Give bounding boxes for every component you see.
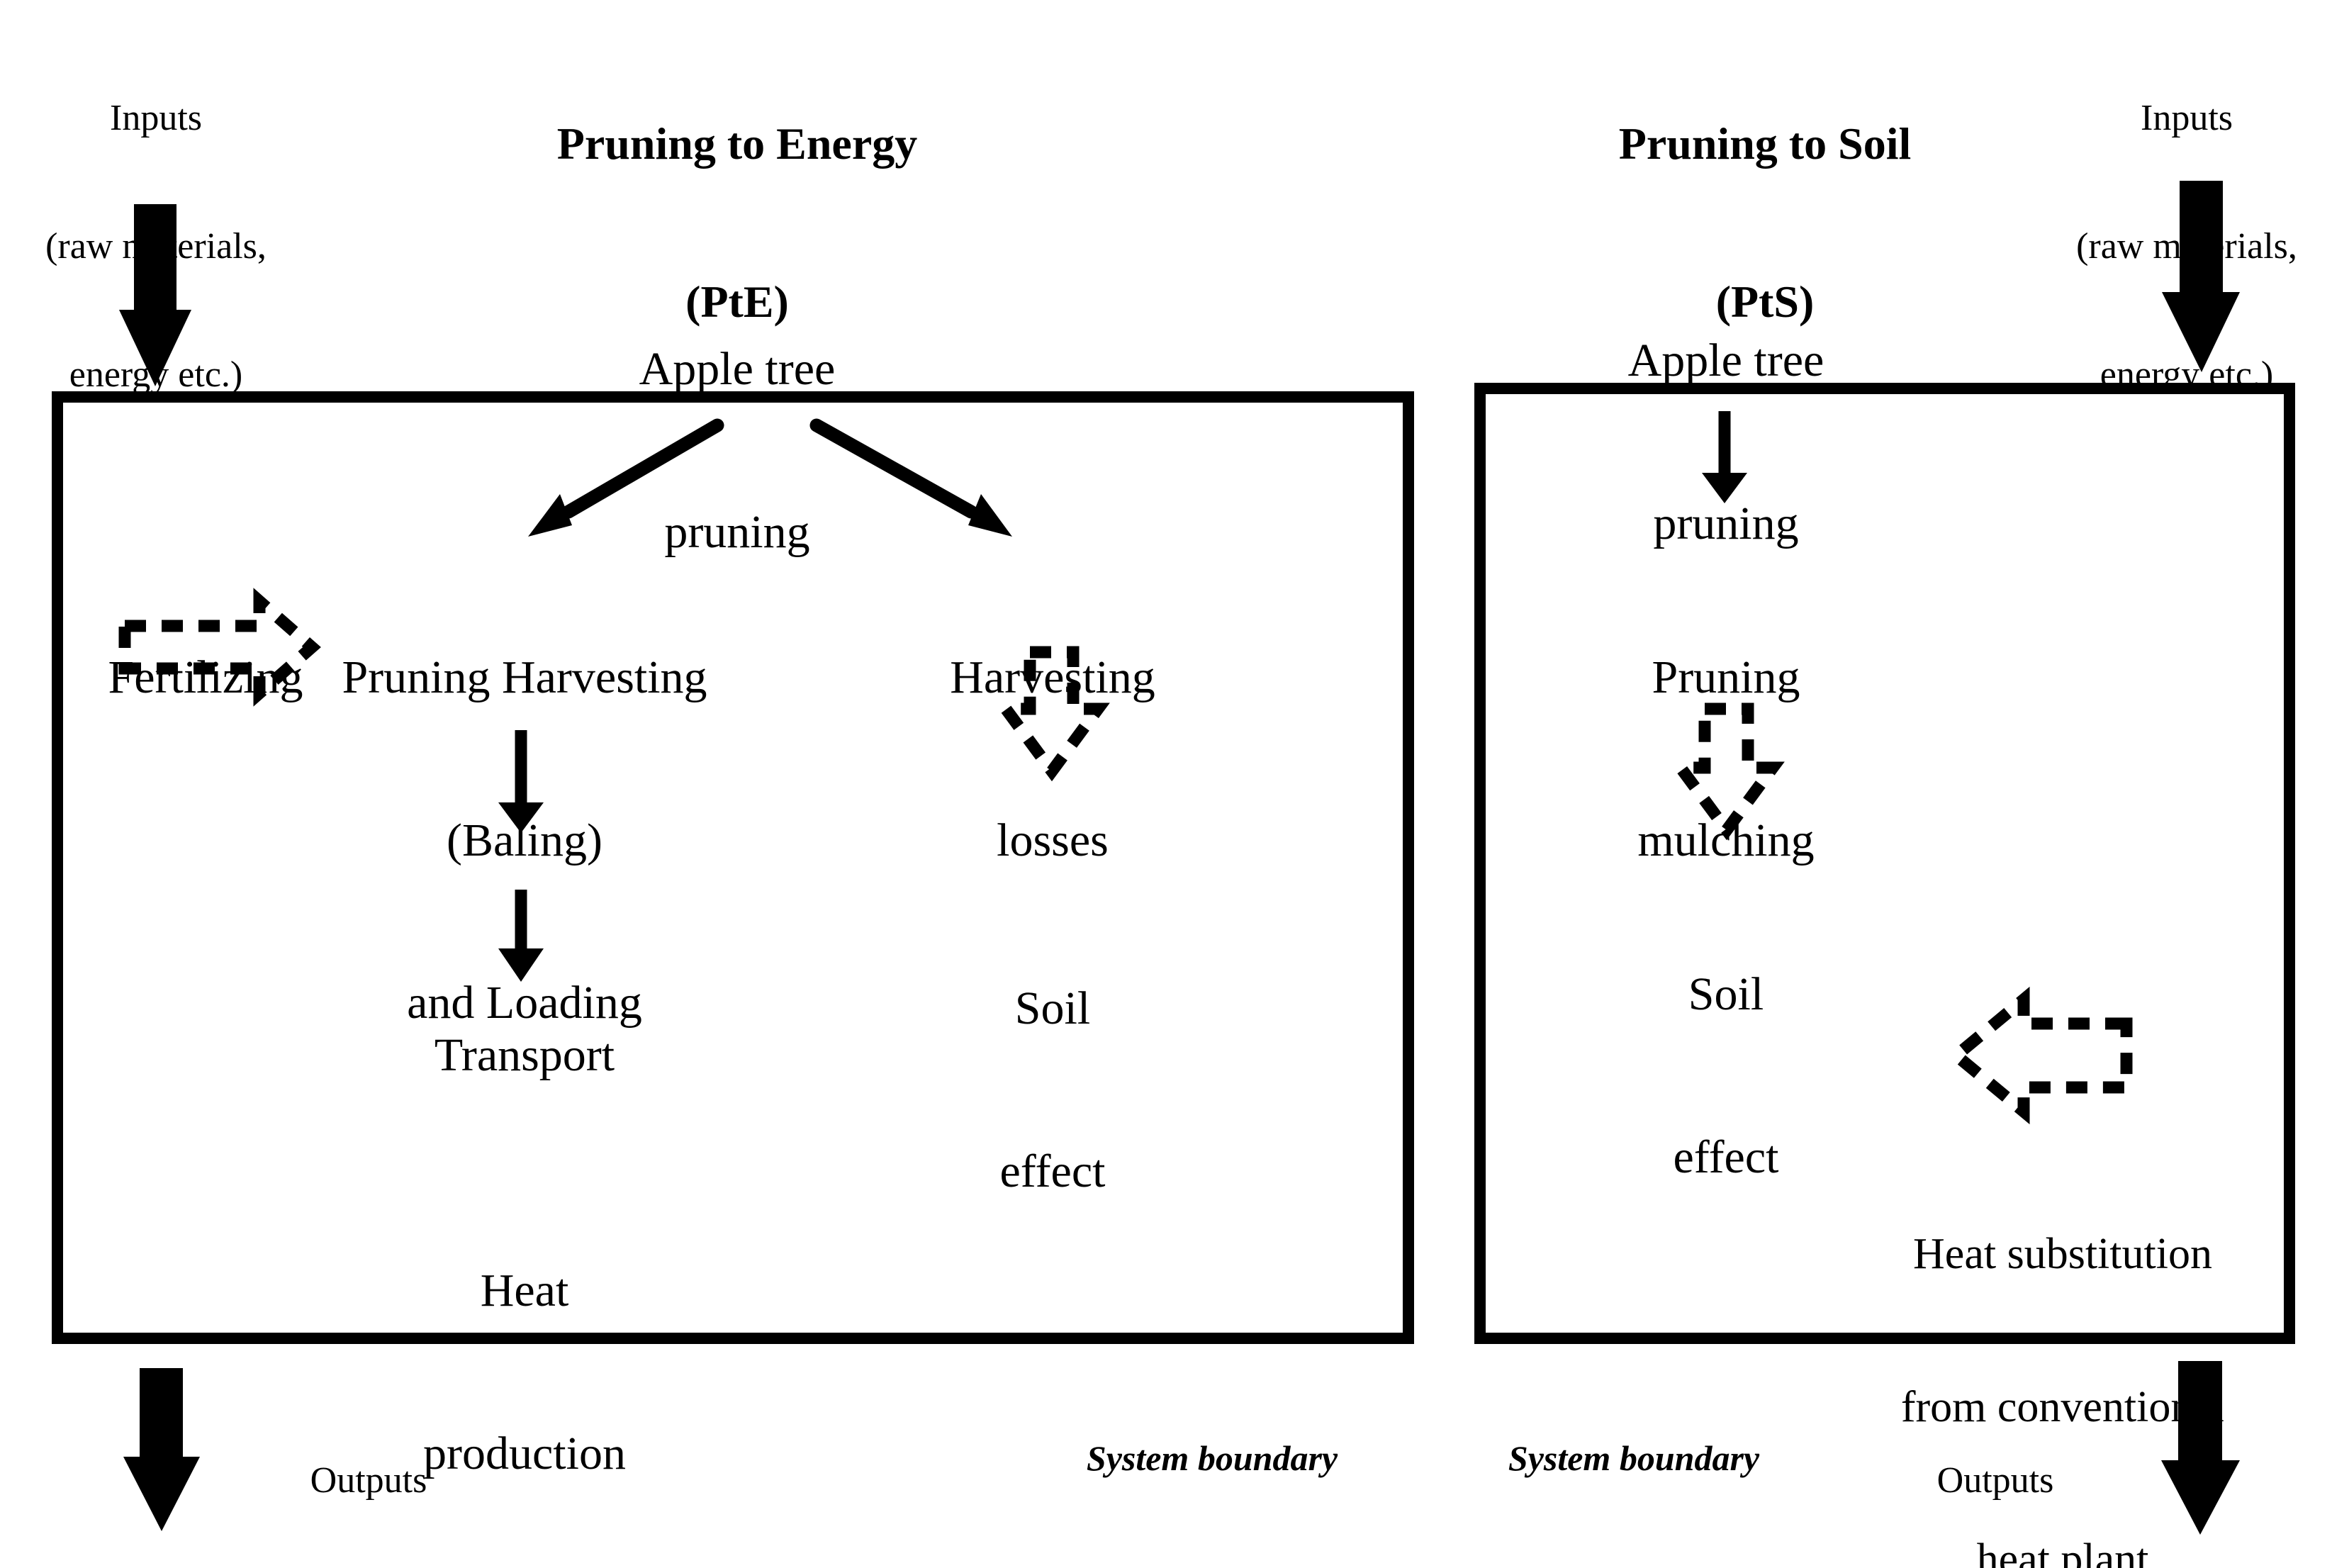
transport-text: Transport (434, 1029, 615, 1082)
harvesting-losses-label: Harvesting losses (872, 542, 1233, 976)
mulching-line2: mulching (1637, 814, 1815, 866)
left-title-line2: (PtE) (685, 276, 789, 327)
left-outputs-label: Outputs (emissions to air, water, soil e… (213, 1374, 525, 1568)
fertilizing-label: Fertilizing (57, 542, 354, 814)
left-soil-effect-label: Soil effect (879, 873, 1226, 1307)
right-boundary-text: System boundary (1508, 1438, 1760, 1478)
right-inputs-line2: (raw materials, (2076, 225, 2297, 267)
right-panel-title: Pruning to Soil (PtS) (1531, 13, 1999, 434)
right-source-label: Apple tree pruning (1549, 225, 1903, 659)
left-panel-title: Pruning to Energy (PtE) (496, 13, 978, 434)
left-source-line2: pruning (664, 505, 810, 558)
left-source-line1: Apple tree (639, 343, 836, 396)
right-title-line2: (PtS) (1715, 276, 1815, 327)
fertilizing-text: Fertilizing (108, 651, 303, 704)
harvest-line1: Pruning Harvesting (342, 651, 707, 704)
heatsub-line1: Heat substitution (1913, 1229, 2212, 1278)
losses-line1: Harvesting (950, 651, 1155, 704)
right-inputs-line3: energy etc.) (2100, 354, 2274, 395)
losses-line2: losses (997, 814, 1109, 866)
right-source-line1: Apple tree (1627, 335, 1824, 387)
right-title-line1: Pruning to Soil (1618, 118, 1912, 169)
right-inputs-line1: Inputs (2141, 97, 2233, 138)
left-inputs-line2: (raw materials, (45, 225, 267, 267)
right-outputs-label: Outputs (emissions to air, water, soil e… (1839, 1374, 2151, 1568)
left-soil-line1: Soil (1014, 982, 1091, 1035)
right-soil-effect-label: Soil effect (1552, 859, 1900, 1293)
left-system-boundary-box (52, 391, 1414, 1344)
left-inputs-label: Inputs (raw materials, energy etc.) (0, 11, 312, 481)
left-boundary-text: System boundary (1086, 1438, 1338, 1478)
mulching-line1: Pruning (1652, 651, 1800, 704)
heat-production-label: Heat production (347, 1155, 702, 1568)
right-inputs-label: Inputs (raw materials, energy etc.) (2041, 11, 2332, 481)
pruning-harvesting-label: Pruning Harvesting (Baling) and Loading (298, 542, 751, 1139)
left-source-label: Apple tree pruning (560, 234, 914, 668)
heatsub-line3: heat plant (1976, 1535, 2149, 1568)
right-soil-line1: Soil (1688, 968, 1764, 1021)
heat-substitution-label: Heat substitution from conventional heat… (1843, 1127, 2282, 1568)
harvest-line2: (Baling) (447, 814, 602, 866)
right-soil-line2: effect (1673, 1131, 1779, 1183)
transport-label: Transport (347, 920, 702, 1192)
right-system-boundary-box (1474, 383, 2295, 1344)
left-system-boundary-label: System boundary (1035, 1355, 1389, 1561)
left-soil-line2: effect (999, 1145, 1106, 1197)
heat-line2: production (423, 1427, 626, 1479)
right-outputs-line1: Outputs (1936, 1460, 2054, 1501)
pruning-mulching-label: Pruning mulching (1549, 542, 1903, 976)
left-title-line1: Pruning to Energy (556, 118, 918, 169)
heatsub-line2: from conventional (1900, 1382, 2225, 1431)
right-source-line2: pruning (1653, 497, 1799, 549)
harvest-line3: and Loading (407, 977, 642, 1029)
left-inputs-line1: Inputs (110, 97, 202, 138)
right-system-boundary-label: System boundary (1457, 1355, 1811, 1561)
heat-line1: Heat (480, 1265, 569, 1317)
left-outputs-block-arrow (123, 1368, 200, 1531)
left-inputs-line3: energy etc.) (69, 354, 243, 395)
left-outputs-line1: Outputs (310, 1460, 427, 1501)
